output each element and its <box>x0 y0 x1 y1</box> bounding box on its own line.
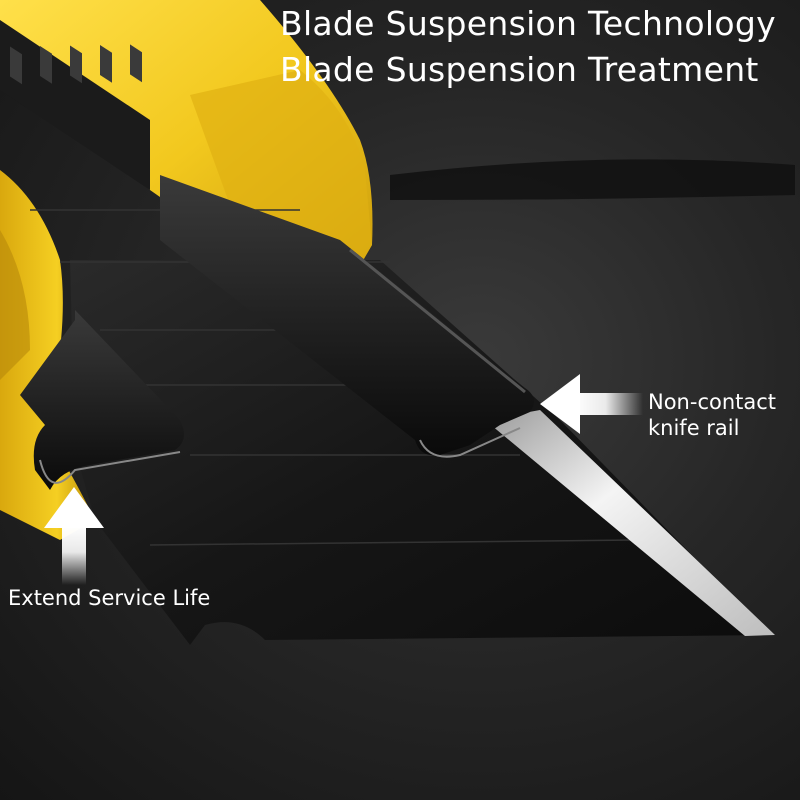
rail-right <box>160 175 534 456</box>
knife-rail-callout: Non-contact knife rail <box>648 389 776 442</box>
blade-edge <box>485 410 775 636</box>
arrow-left-icon <box>540 374 643 434</box>
handle-lower <box>0 170 95 540</box>
blade <box>70 260 770 645</box>
headline-line-1: Blade Suspension Technology <box>280 4 776 43</box>
headline-line-2: Blade Suspension Treatment <box>280 50 759 89</box>
knife-rail-callout-line-2: knife rail <box>648 416 740 441</box>
knife-rail-callout-line-1: Non-contact <box>648 390 777 414</box>
service-life-callout: Extend Service Life <box>8 586 211 610</box>
rail-left <box>20 310 184 490</box>
arrow-up-icon <box>44 487 104 585</box>
